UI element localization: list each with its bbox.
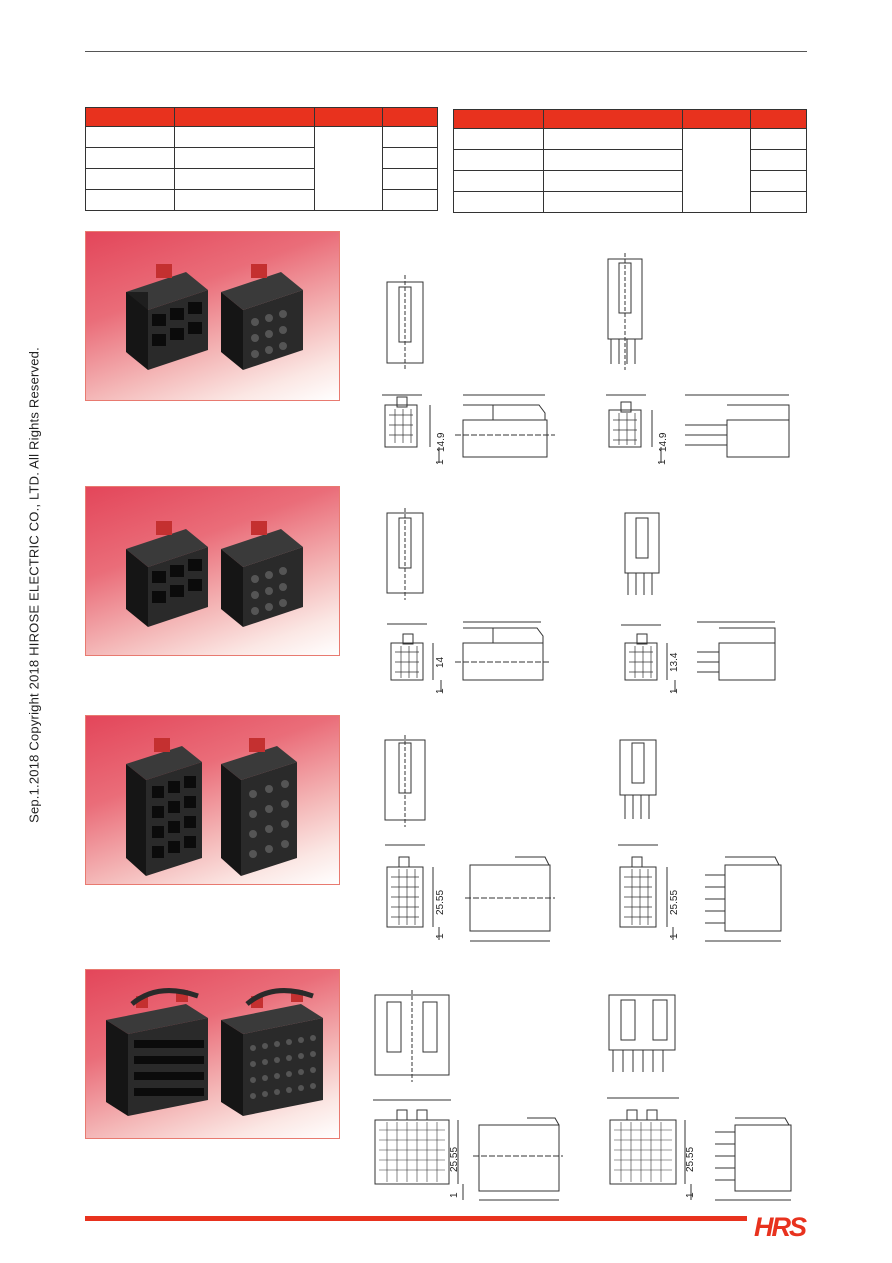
dimension-offset-left: 1: [449, 1192, 460, 1198]
table-row: [85, 147, 438, 169]
table-row: [453, 191, 807, 213]
dimension-offset-left: 1: [435, 459, 446, 465]
dimension-offset-right: 1: [657, 459, 668, 465]
copyright-notice: Sep.1.2018 Copyright 2018 HIROSE ELECTRI…: [26, 347, 42, 823]
dimension-height-left: 14.9: [436, 432, 447, 452]
footer-bar: [85, 1216, 747, 1221]
table-row: [453, 149, 807, 171]
product-photo-4: [85, 969, 340, 1139]
drawing-row-1: 14.9 1 14.9 1: [382, 253, 790, 465]
dimension-offset-right: 1: [669, 688, 680, 694]
hrs-logo: HRS: [754, 1212, 807, 1242]
dimension-offset-right: 1: [669, 933, 680, 939]
dimension-offset-left: 1: [435, 688, 446, 694]
dimension-height-left: 25.55: [449, 1147, 460, 1172]
table-row: [453, 170, 807, 192]
product-photo-3: [85, 715, 340, 885]
dimension-height-right: 25.55: [685, 1147, 696, 1172]
table-row: [85, 126, 438, 211]
spec-table-left: [85, 107, 438, 211]
dimension-height-left: 25.55: [435, 890, 446, 915]
table-row: [85, 168, 438, 190]
dimension-height-right: 25.55: [669, 890, 680, 915]
drawing-row-3: 25.55 1 25.55 1: [384, 735, 782, 942]
dimension-offset-left: 1: [435, 933, 446, 939]
dimension-height-right: 13.4: [669, 652, 680, 672]
drawing-row-2: 14 1 13.4 1: [386, 508, 776, 694]
table-row: [85, 189, 438, 211]
table-row: [453, 128, 807, 213]
spec-table-header: [453, 109, 807, 129]
dimension-height-left: 14: [435, 656, 446, 668]
product-photo-2: [85, 486, 340, 656]
dimension-offset-right: 1: [685, 1192, 696, 1198]
dimension-height-right: 14.9: [658, 432, 669, 452]
drawing-row-4: 25.55 1 25.55 1: [373, 990, 792, 1201]
header-rule: [85, 51, 807, 52]
product-photo-1: [85, 231, 340, 401]
spec-table-header: [85, 107, 438, 127]
spec-table-right: [453, 109, 807, 213]
